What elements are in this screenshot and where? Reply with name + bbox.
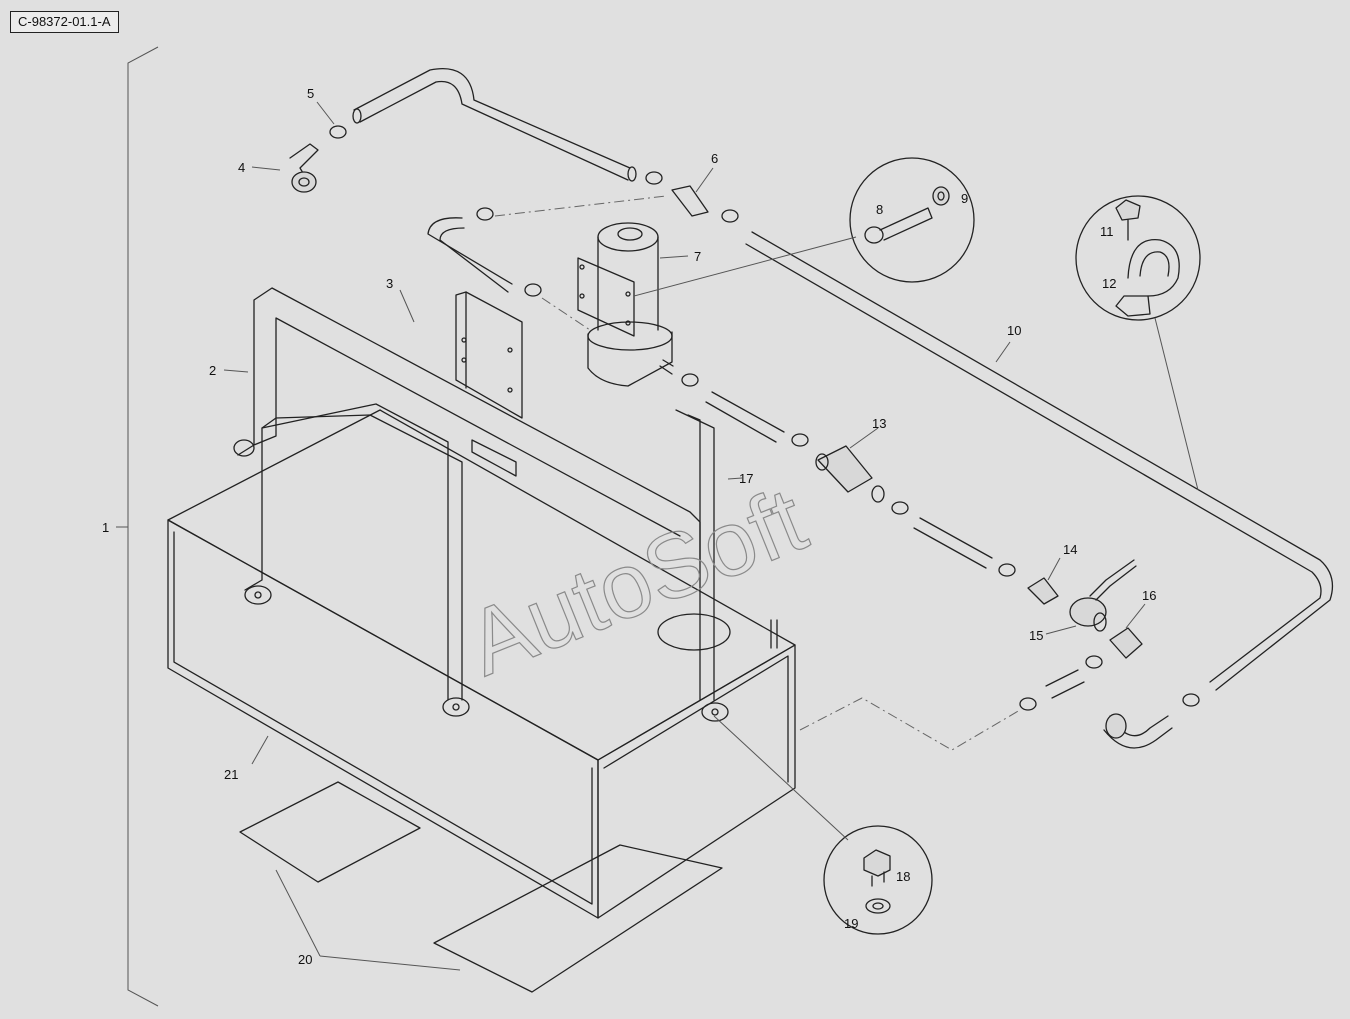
detail-plug-washer: [823, 825, 933, 935]
detail-screw-clip: [1075, 195, 1201, 321]
callout-21: 21: [224, 767, 238, 782]
callout-10: 10: [1007, 323, 1021, 338]
callout-8: 8: [876, 202, 883, 217]
elbow-fitting-16: [1109, 627, 1143, 659]
tee-fitting-6: [671, 185, 709, 217]
callout-3: 3: [386, 276, 393, 291]
inline-filter-13: [815, 445, 885, 503]
callout-12: 12: [1102, 276, 1116, 291]
callout-4: 4: [238, 160, 245, 175]
fuel-pump: [577, 222, 674, 387]
routing-lines: [494, 195, 1021, 751]
mounting-pads: [239, 781, 723, 993]
drawing-reference-code: C-98372-01.1-A: [10, 11, 119, 33]
callout-11: 11: [1100, 224, 1114, 239]
callout-5: 5: [307, 86, 314, 101]
callout-14: 14: [1063, 542, 1077, 557]
callout-7: 7: [694, 249, 701, 264]
elbow-fitting-4: [289, 143, 319, 193]
callout-15: 15: [1029, 628, 1043, 643]
leader-lines: [223, 101, 1199, 971]
adapter-fitting-14: [1027, 577, 1059, 605]
elbow-fitting-bottom: [1103, 713, 1173, 749]
assembly-bracket: [116, 46, 159, 1007]
callout-13: 13: [872, 416, 886, 431]
shut-off-valve-15: [1069, 559, 1137, 632]
callout-labels: 1 2 3 4 5 6 7 8 9 10 11 12 13 14 15 16 1…: [102, 86, 1156, 967]
callout-20: 20: [298, 952, 312, 967]
watermark: AutoSoft: [454, 468, 819, 695]
hoses: [352, 68, 1334, 699]
fuel-tank: [167, 409, 796, 919]
callout-16: 16: [1142, 588, 1156, 603]
pump-bracket: [455, 291, 523, 477]
callout-18: 18: [896, 869, 910, 884]
callout-17: 17: [739, 471, 753, 486]
hose-clamps: [329, 125, 1200, 711]
callout-19: 19: [844, 916, 858, 931]
tank-strap-front: [244, 403, 729, 722]
callout-9: 9: [961, 191, 968, 206]
detail-bolt-nut: [849, 157, 975, 283]
callout-1: 1: [102, 520, 109, 535]
callout-6: 6: [711, 151, 718, 166]
callout-2: 2: [209, 363, 216, 378]
tank-strap-rear: [233, 287, 701, 561]
